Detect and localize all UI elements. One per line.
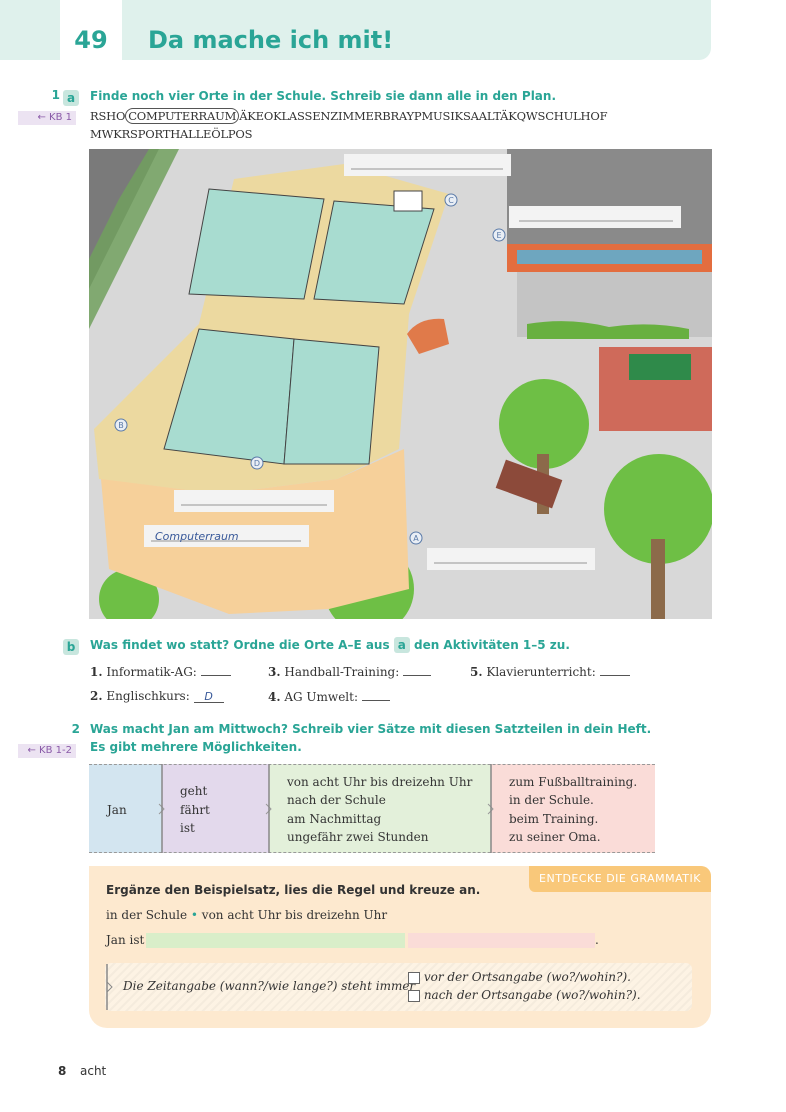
activity-3-answer-blank[interactable] bbox=[403, 664, 432, 676]
rule-option-1: vor der Ortsangabe (wo?/wohin?). bbox=[408, 970, 631, 984]
activity-5-answer-blank[interactable] bbox=[599, 664, 630, 676]
example-sentence-end: . bbox=[595, 933, 599, 947]
activity-1-num: 1. bbox=[90, 665, 103, 679]
phrase-separator: • bbox=[190, 908, 198, 922]
table-cell-jan: Jan bbox=[107, 803, 127, 817]
instruction-1b-pre: Was findet wo statt? Ordne die Orte A–E … bbox=[90, 638, 390, 652]
activity-2-answer-blank[interactable]: D bbox=[193, 691, 224, 703]
table-border bbox=[89, 764, 655, 853]
activity-4-answer-blank[interactable] bbox=[361, 689, 390, 701]
exercise-2-number: 2 bbox=[71, 722, 80, 736]
marker-a: A bbox=[413, 534, 419, 543]
instruction-1b-badge: a bbox=[393, 637, 410, 653]
rule-text: Die Zeitangabe (wann?/wie lange?) steht … bbox=[123, 979, 416, 993]
rule-bracket bbox=[106, 964, 113, 1010]
kb-reference-2[interactable]: ← KB 1-2 bbox=[18, 744, 76, 758]
lesson-number-box bbox=[60, 0, 122, 60]
table-col-subject bbox=[89, 764, 162, 853]
example-sentence-green-blank[interactable] bbox=[146, 933, 405, 948]
page-number: 8 bbox=[58, 1064, 67, 1078]
sports-hall bbox=[507, 149, 712, 339]
activity-1-answer-blank[interactable] bbox=[200, 664, 231, 676]
word-search-prefix: RSHO bbox=[90, 109, 126, 123]
part-b-letter: b bbox=[63, 639, 79, 655]
word-search-circled-word: COMPUTERRAUM bbox=[125, 108, 240, 124]
exercise-1a-instruction: Finde noch vier Orte in der Schule. Schr… bbox=[90, 89, 557, 103]
table-cell-faehrt: fährt bbox=[180, 803, 210, 817]
activity-1-label: Informatik-AG: bbox=[106, 665, 197, 679]
exercise-1a-badge: a bbox=[63, 87, 79, 106]
part-a-letter: a bbox=[63, 90, 79, 106]
activity-5-label: Klavierunterricht: bbox=[486, 665, 596, 679]
table-cell-time-2: nach der Schule bbox=[287, 793, 386, 807]
rule-option-2-checkbox[interactable] bbox=[408, 989, 420, 1002]
handwritten-computerraum: Computerraum bbox=[155, 530, 239, 543]
activity-2-num: 2. bbox=[90, 689, 103, 703]
table-cell-geht: geht bbox=[180, 784, 208, 798]
page-word: acht bbox=[80, 1064, 107, 1078]
word-search-rest: ÄKEOKLASSENZIMMERBRAYPMUSIKSAALTÄKQWSCHU… bbox=[239, 109, 608, 123]
activity-3-label: Handball-Training: bbox=[284, 665, 400, 679]
table-cell-place-3: beim Training. bbox=[509, 812, 599, 826]
activity-5-num: 5. bbox=[470, 665, 483, 679]
table-cell-time-4: ungefähr zwei Stunden bbox=[287, 830, 429, 844]
table-col-time bbox=[269, 764, 491, 853]
lesson-title: Da mache ich mit! bbox=[148, 26, 394, 54]
exercise-1b-instruction: Was findet wo statt? Ordne die Orte A–E … bbox=[90, 637, 570, 653]
activity-4-label: AG Umwelt: bbox=[284, 690, 358, 704]
exercise-1-number: 1 bbox=[51, 88, 60, 102]
table-cell-time-3: am Nachmittag bbox=[287, 812, 382, 826]
table-cell-place-4: zu seiner Oma. bbox=[509, 830, 601, 844]
activity-2-label: Englischkurs: bbox=[106, 689, 190, 703]
rule-option-2: nach der Ortsangabe (wo?/wohin?). bbox=[408, 988, 641, 1002]
rule-box bbox=[105, 963, 692, 1011]
marker-e: E bbox=[496, 231, 501, 240]
exercise-1b-badge: b bbox=[63, 636, 79, 655]
activity-4: 4. AG Umwelt: bbox=[268, 689, 390, 704]
activity-2: 2. Englischkurs: D bbox=[90, 689, 224, 703]
rule-option-1-checkbox[interactable] bbox=[408, 971, 420, 984]
grammar-tag: ENTDECKE DIE GRAMMATIK bbox=[529, 866, 711, 892]
activity-5: 5. Klavierunterricht: bbox=[470, 664, 630, 679]
grammar-phrases: in der Schule • von acht Uhr bis dreizeh… bbox=[106, 908, 387, 922]
school-plan-illustration: A B C D E Computerraum bbox=[89, 149, 712, 619]
rule-option-1-label: vor der Ortsangabe (wo?/wohin?). bbox=[423, 970, 631, 984]
activity-3-num: 3. bbox=[268, 665, 281, 679]
exercise-2-instruction-line-2: Es gibt mehrere Möglichkeiten. bbox=[90, 740, 302, 754]
lesson-number: 49 bbox=[74, 26, 108, 54]
marker-b: B bbox=[118, 421, 124, 430]
table-cell-place-2: in der Schule. bbox=[509, 793, 594, 807]
table-cell-place-1: zum Fußballtraining. bbox=[509, 775, 638, 789]
kb-reference-1[interactable]: ← KB 1 bbox=[18, 111, 76, 125]
marker-c: C bbox=[448, 196, 454, 205]
table-col-verbs bbox=[162, 764, 269, 853]
table-arrows bbox=[158, 764, 494, 853]
grammar-instruction: Ergänze den Beispielsatz, lies die Regel… bbox=[106, 883, 481, 897]
activity-1: 1. Informatik-AG: bbox=[90, 664, 231, 679]
example-sentence-pink-blank[interactable] bbox=[408, 933, 595, 948]
example-sentence-start: Jan ist bbox=[106, 933, 145, 947]
table-cell-ist: ist bbox=[180, 821, 195, 835]
exercise-2-instruction-line-1: Was macht Jan am Mittwoch? Schreib vier … bbox=[90, 722, 652, 736]
phrase-in-der-schule: in der Schule bbox=[106, 908, 188, 922]
word-search-line-2: MWKRSPORTHALLEÖLPOS bbox=[90, 127, 253, 141]
phrase-von-acht-uhr: von acht Uhr bis dreizehn Uhr bbox=[201, 908, 388, 922]
activity-4-num: 4. bbox=[268, 690, 281, 704]
instruction-1b-post: den Aktivitäten 1–5 zu. bbox=[413, 638, 570, 652]
marker-d: D bbox=[254, 459, 260, 468]
table-cell-time-1: von acht Uhr bis dreizehn Uhr bbox=[287, 775, 473, 789]
table-col-place bbox=[491, 764, 655, 853]
rule-option-2-label: nach der Ortsangabe (wo?/wohin?). bbox=[423, 988, 641, 1002]
activity-3: 3. Handball-Training: bbox=[268, 664, 432, 679]
